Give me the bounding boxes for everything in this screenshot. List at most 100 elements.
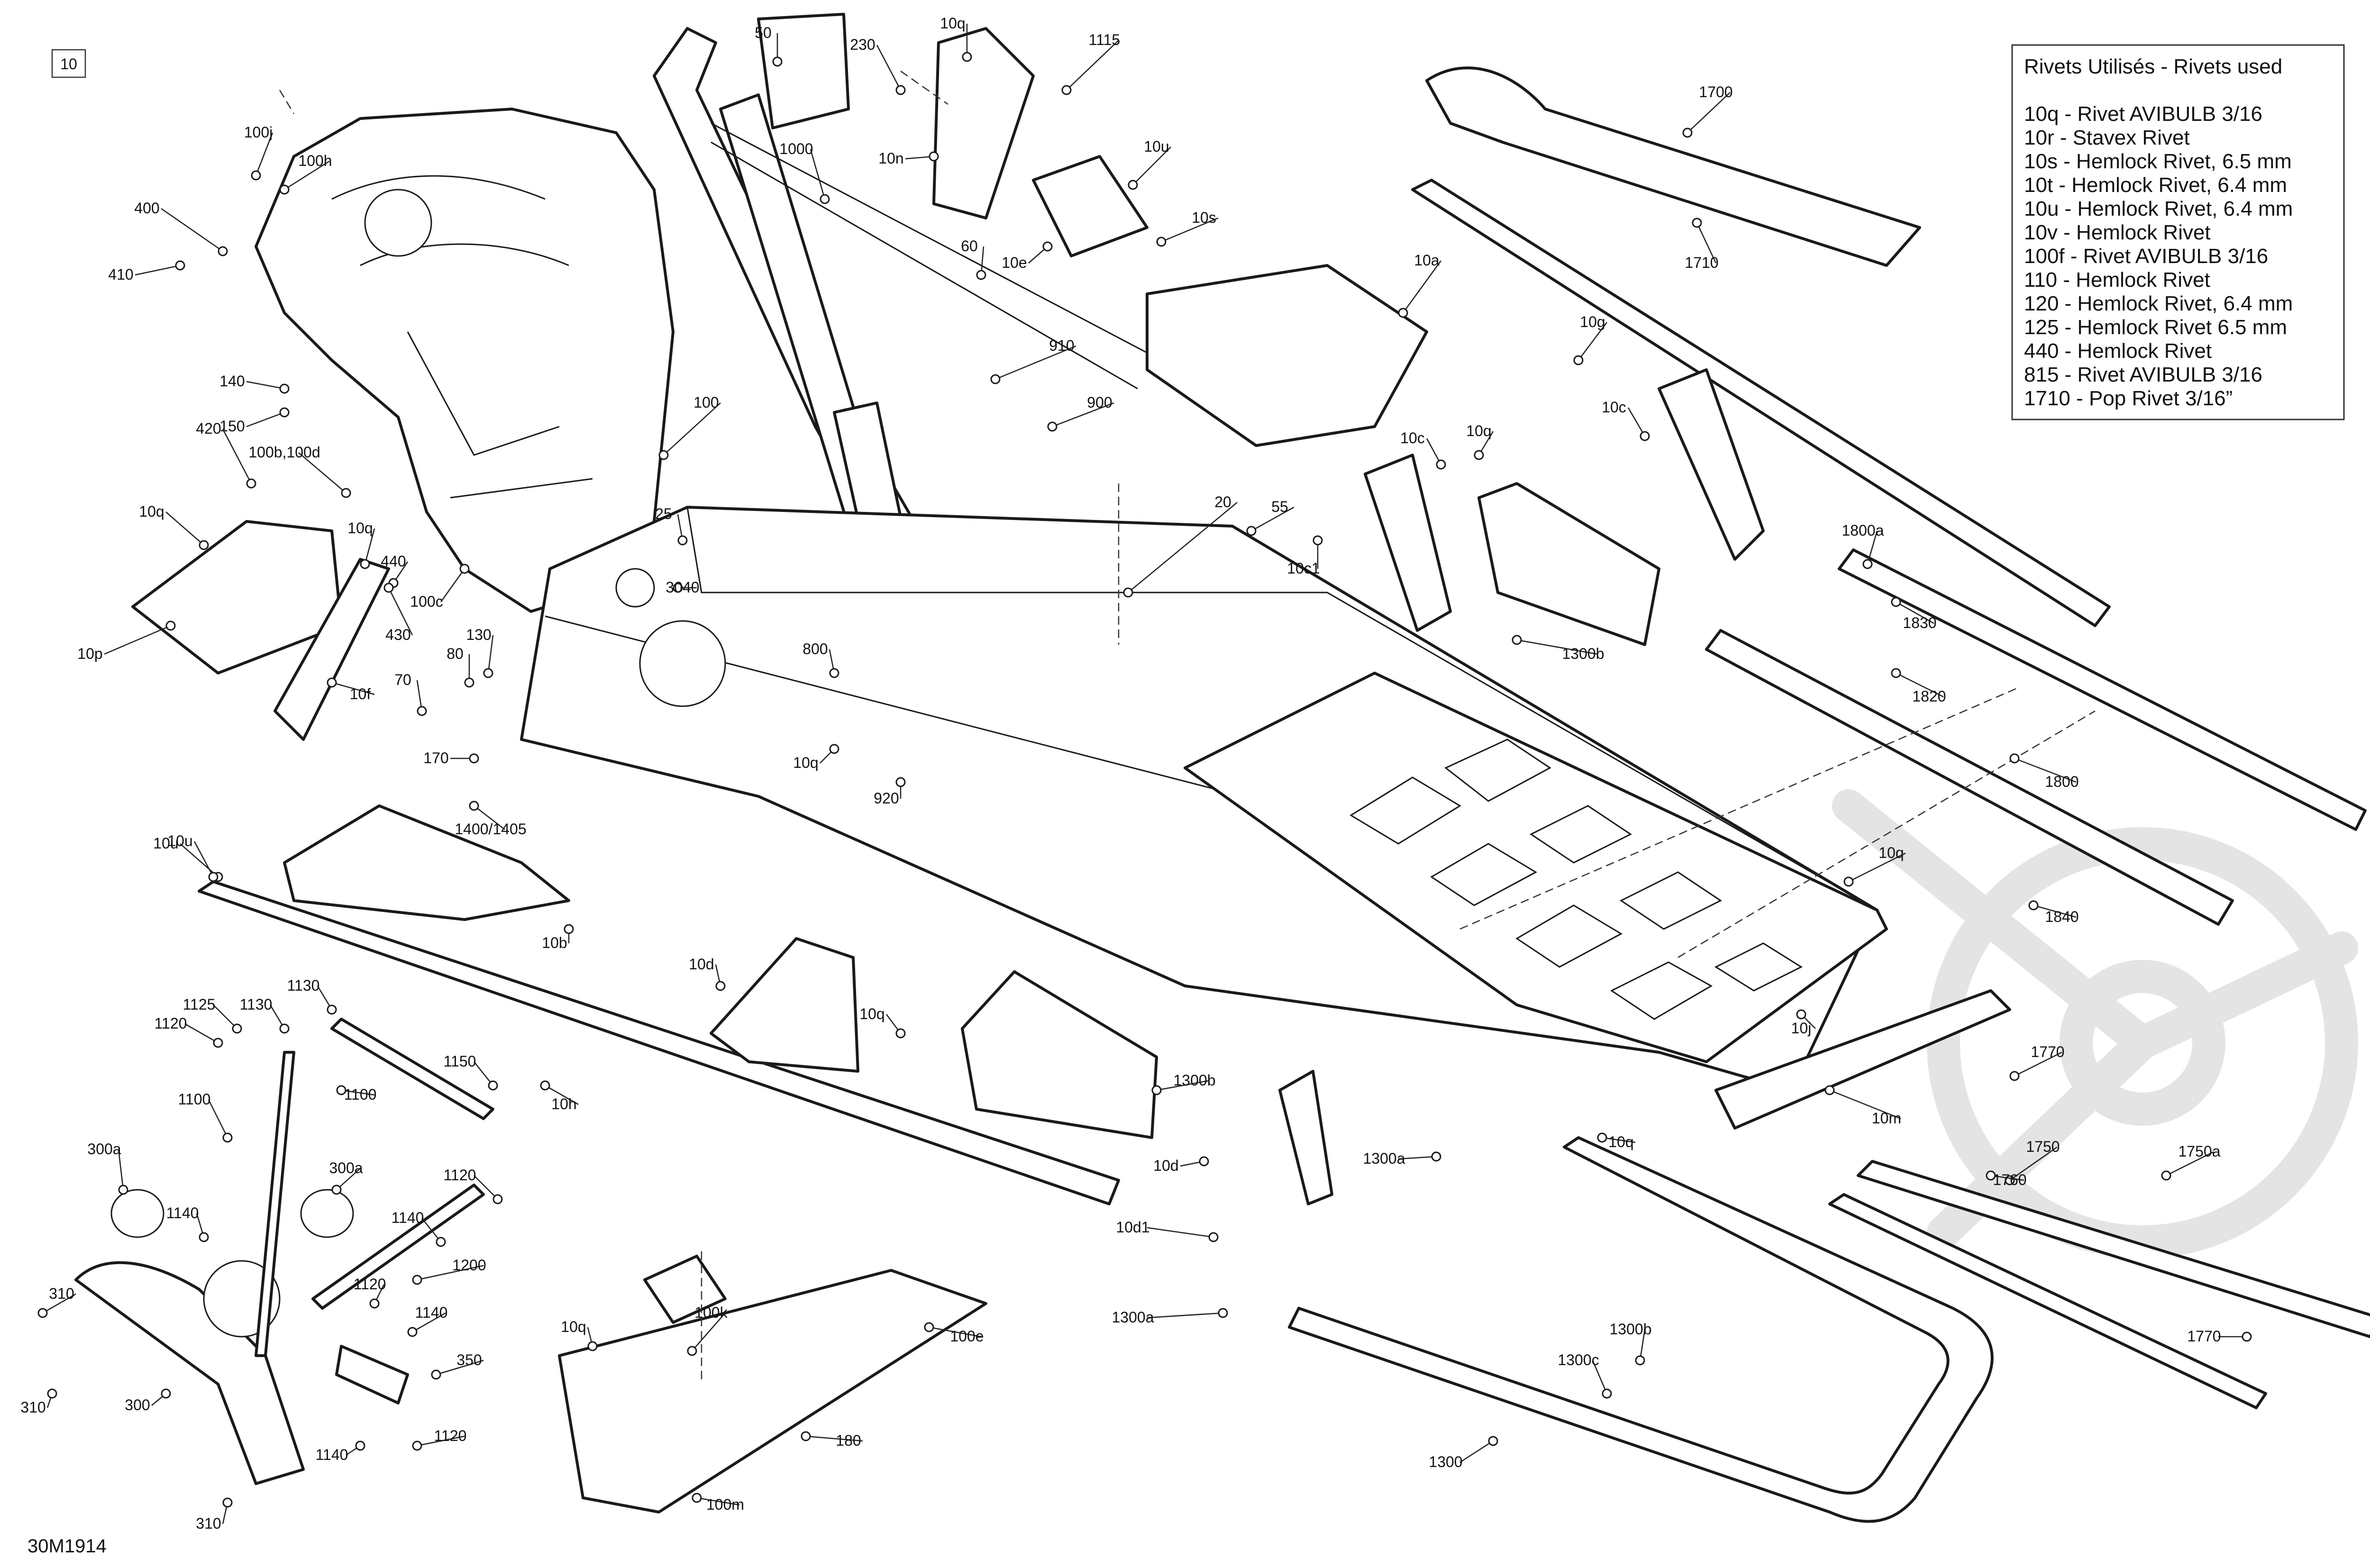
part-callout: 1130 <box>287 977 320 994</box>
part-callout: 10b <box>542 934 567 951</box>
fastener-icon <box>2009 1071 2020 1081</box>
leader-line <box>255 132 273 176</box>
fastener-icon <box>829 668 839 678</box>
fastener-icon <box>1199 1156 1209 1167</box>
part-callout: 1750a <box>2179 1143 2221 1160</box>
fastener-icon <box>1640 431 1650 441</box>
part-callout: 1800 <box>2045 773 2078 790</box>
fastener-icon <box>1047 421 1057 432</box>
part-callout: 300a <box>329 1159 363 1176</box>
part-callout: 910 <box>1049 337 1074 354</box>
fastener-icon <box>1436 459 1446 470</box>
leader-line <box>104 625 171 655</box>
fastener-icon <box>1123 587 1133 598</box>
part-callout: 1120 <box>444 1167 476 1184</box>
link-350 <box>335 1345 409 1404</box>
fastener-icon <box>692 1493 702 1503</box>
fastener-icon <box>1151 1085 1162 1095</box>
watermark-spokes-icon <box>1832 789 2358 1249</box>
part-callout: 400 <box>134 200 159 217</box>
plate-100e <box>558 1269 987 1513</box>
part-callout: 1140 <box>415 1304 448 1321</box>
part-callout: 1300 <box>1429 1453 1462 1470</box>
rear-bumper-1300 <box>1288 1136 1994 1523</box>
part-callout: 1140 <box>392 1209 424 1226</box>
fastener-icon <box>327 677 337 688</box>
leader-line <box>2014 757 2077 783</box>
leader-line <box>1516 639 1598 655</box>
fastener-icon <box>1573 355 1584 365</box>
fastener-icon <box>161 1388 171 1399</box>
legend-item: 10u - Hemlock Rivet, 6.4 mm <box>2024 197 2293 220</box>
fastener-icon <box>1796 1009 1806 1020</box>
leader-line <box>1696 222 1717 264</box>
fastener-icon <box>360 559 370 569</box>
part-callout: 1300b <box>1562 645 1604 662</box>
cover-100k <box>643 1255 727 1324</box>
leader-line <box>331 682 375 695</box>
fastener-icon <box>1218 1308 1228 1318</box>
part-callout: 1300c <box>1558 1351 1599 1368</box>
part-callout: 10q <box>793 754 818 771</box>
part-callout: 80 <box>447 645 464 662</box>
part-callout: 300a <box>87 1140 121 1158</box>
leader-line <box>1867 530 1878 565</box>
fastener-icon <box>199 1232 209 1242</box>
part-callout: 10u <box>153 835 178 852</box>
leader-line <box>1829 1089 1901 1120</box>
page-number-box: 10 <box>51 49 86 78</box>
leader-line <box>246 411 285 428</box>
fastener-icon <box>1824 1085 1835 1095</box>
legend-item: 10r - Stavex Rivet <box>2024 126 2190 149</box>
fastener-icon <box>469 753 479 764</box>
fastener-icon <box>587 1341 598 1351</box>
part-callout: 10s <box>1192 209 1216 226</box>
plate-10e <box>1032 155 1149 257</box>
leader-line <box>1578 322 1607 361</box>
fastener-icon <box>673 583 683 593</box>
fastener-icon <box>279 1023 290 1034</box>
fastener-icon <box>431 1369 441 1380</box>
part-callout: 1120 <box>434 1427 467 1444</box>
leader-line <box>692 1313 726 1351</box>
leader-line <box>213 1004 237 1029</box>
legend-item: 110 - Hemlock Rivet <box>2024 268 2210 292</box>
leader-line <box>440 568 465 602</box>
leader-line <box>1639 1329 1646 1361</box>
fastener-icon <box>488 1080 498 1091</box>
fastener-icon <box>222 1497 233 1508</box>
page-number: 10 <box>60 55 77 73</box>
part-callout: 10d <box>1153 1157 1178 1174</box>
fastener-icon <box>199 540 209 550</box>
part-callout: 10j <box>1791 1020 1812 1037</box>
leader-line <box>1156 1080 1209 1091</box>
leader-line <box>1990 1175 2024 1181</box>
leader-line <box>180 843 219 877</box>
fastener-icon <box>37 1308 48 1318</box>
fastener-icon <box>929 151 939 162</box>
part-callout: 10h <box>551 1095 576 1112</box>
leader-line <box>165 511 204 546</box>
fastener-icon <box>1061 85 1072 95</box>
fastener-icon <box>1597 1132 1607 1143</box>
part-callout: 100c <box>410 593 443 610</box>
part-callout: 100j <box>244 124 273 141</box>
fastener-icon <box>2242 1331 2252 1342</box>
fastener-icon <box>895 777 906 787</box>
fastener-icon <box>1398 308 1408 318</box>
fastener-icon <box>1986 1170 1996 1181</box>
part-callout: 100 <box>693 394 719 411</box>
fastener-icon <box>658 450 669 460</box>
fastener-icon <box>1474 450 1484 460</box>
fastener-icon <box>331 1185 342 1195</box>
part-callout: 1125 <box>183 996 216 1013</box>
fastener-icon <box>895 85 906 95</box>
legend-item: 100f - Rivet AVIBULB 3/16 <box>2024 245 2268 268</box>
plate-10b <box>283 804 570 921</box>
fastener-icon <box>895 1028 906 1039</box>
fastener-icon <box>772 56 783 67</box>
part-callout: 10n <box>878 150 903 167</box>
rail-1800 <box>1705 629 2234 926</box>
leader-line <box>1602 1137 1636 1143</box>
